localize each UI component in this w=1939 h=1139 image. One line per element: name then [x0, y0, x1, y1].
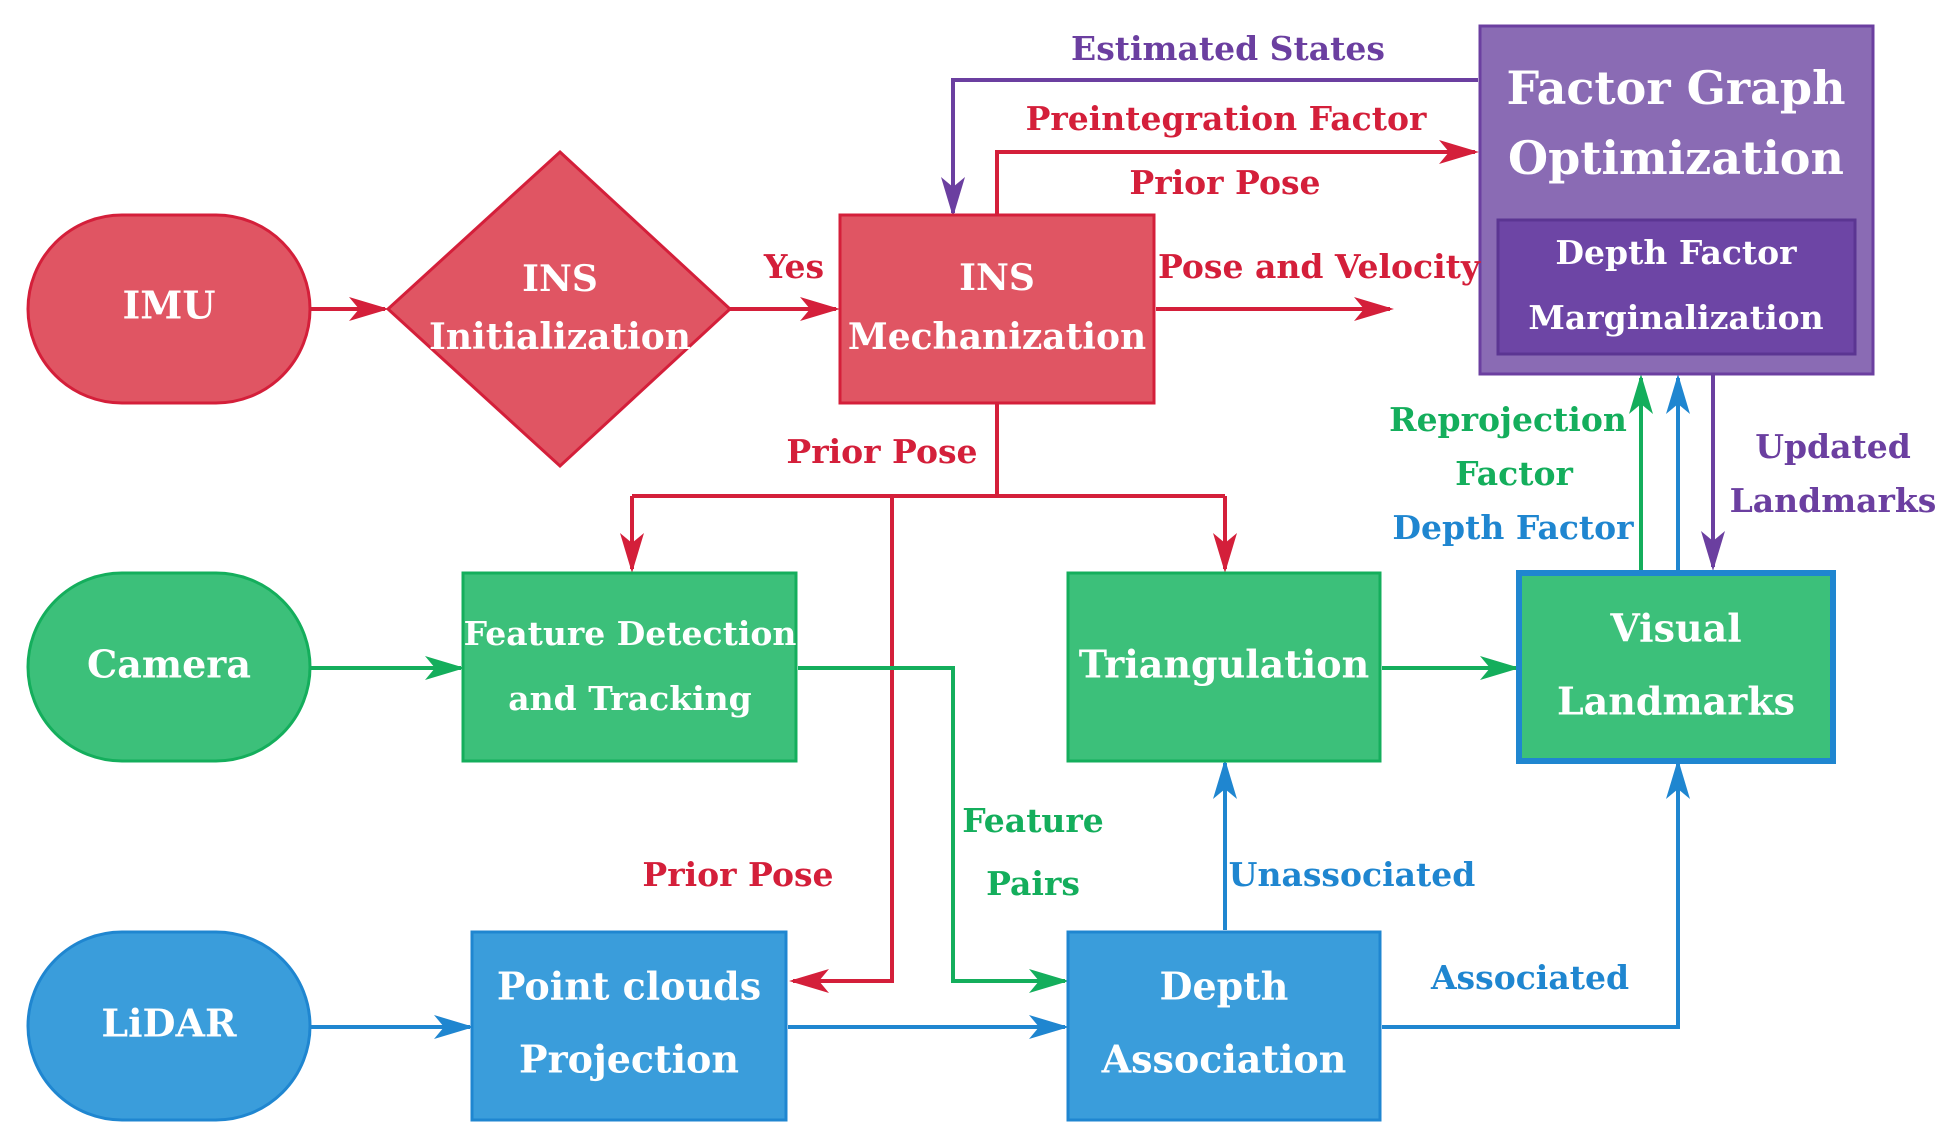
svg-text:Point clouds: Point clouds — [497, 964, 761, 1009]
svg-text:Depth: Depth — [1160, 964, 1289, 1009]
svg-text:Visual: Visual — [1609, 606, 1741, 651]
edge-feature-pairs — [798, 666, 1069, 993]
label-yes: Yes — [763, 247, 824, 286]
svg-text:Initialization: Initialization — [429, 316, 691, 358]
ins-initialization-node: INS Initialization — [385, 149, 733, 469]
edge-prior-to-pointclouds — [789, 496, 894, 993]
svg-text:Optimization: Optimization — [1508, 131, 1844, 185]
label-preintegration-factor: Preintegration Factor — [1026, 99, 1427, 138]
svg-text:Projection: Projection — [519, 1037, 739, 1082]
feature-detection-node: Feature Detection and Tracking — [461, 571, 798, 763]
svg-text:Marginalization: Marginalization — [1528, 298, 1823, 337]
label-feature: Feature — [962, 801, 1104, 840]
visual-landmarks-node: Visual Landmarks — [1516, 570, 1836, 764]
label-reprojection: Reprojection — [1389, 400, 1627, 439]
label-prior-pose-mid: Prior Pose — [786, 432, 977, 471]
camera-node: Camera — [26, 571, 312, 763]
ins-mechanization-node: INS Mechanization — [838, 213, 1156, 405]
label-depth-factor: Depth Factor — [1392, 508, 1634, 547]
svg-text:Association: Association — [1101, 1037, 1347, 1082]
svg-text:INS: INS — [522, 258, 598, 300]
svg-text:Feature Detection: Feature Detection — [464, 614, 797, 653]
svg-text:Triangulation: Triangulation — [1079, 642, 1369, 687]
label-prior-pose-top: Prior Pose — [1129, 163, 1320, 202]
edge-estimated-states — [941, 78, 1478, 217]
svg-text:Depth Factor: Depth Factor — [1555, 233, 1797, 272]
factor-graph-optimization-node: Factor Graph Optimization Depth Factor M… — [1478, 24, 1875, 376]
svg-text:IMU: IMU — [123, 283, 216, 328]
svg-text:and Tracking: and Tracking — [508, 679, 751, 718]
label-unassociated: Unassociated — [1229, 855, 1476, 894]
svg-text:LiDAR: LiDAR — [101, 1001, 237, 1046]
label-updated: Updated — [1755, 427, 1911, 466]
svg-text:Camera: Camera — [87, 642, 251, 687]
edge-associated — [1382, 759, 1690, 1029]
lidar-node: LiDAR — [26, 930, 312, 1122]
label-reprojection-factor: Factor — [1455, 454, 1573, 493]
depth-association-node: Depth Association — [1066, 930, 1382, 1122]
label-pairs: Pairs — [986, 864, 1080, 903]
depth-factor-marginalization-node: Depth Factor Marginalization — [1496, 218, 1857, 356]
label-landmarks: Landmarks — [1730, 481, 1937, 520]
label-estimated-states: Estimated States — [1071, 29, 1385, 68]
label-pose-and-velocity: Pose and Velocity — [1158, 247, 1481, 286]
svg-text:INS: INS — [959, 257, 1035, 299]
edge-mech-preintegration — [995, 140, 1479, 215]
triangulation-node: Triangulation — [1066, 571, 1382, 763]
svg-text:Factor Graph: Factor Graph — [1506, 61, 1845, 115]
svg-text:Landmarks: Landmarks — [1557, 679, 1795, 724]
svg-text:Mechanization: Mechanization — [848, 316, 1146, 358]
point-clouds-projection-node: Point clouds Projection — [470, 930, 788, 1122]
imu-node: IMU — [26, 213, 312, 405]
label-prior-pose-bottom: Prior Pose — [642, 855, 833, 894]
label-associated: Associated — [1430, 958, 1629, 997]
